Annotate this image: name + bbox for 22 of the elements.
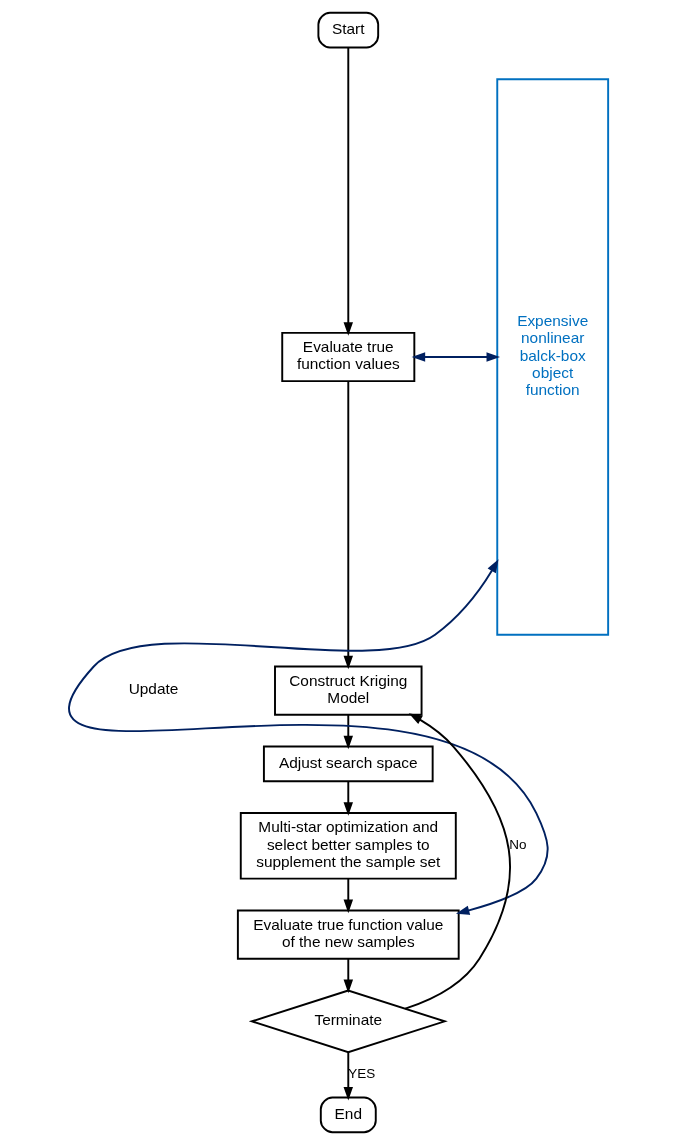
edge-label: YES bbox=[347, 1066, 375, 1082]
arrow bbox=[411, 352, 500, 362]
node-box: Construct Kriging Model bbox=[273, 665, 423, 716]
arrow bbox=[343, 877, 353, 914]
node-box: Evaluate true function value of the new samples bbox=[236, 909, 460, 960]
node-box: Expensive nonlinear balck-box object function bbox=[495, 78, 609, 636]
node-box: Multi-star optimization and select better samples to supplement the sample set bbox=[239, 812, 457, 880]
arrow bbox=[69, 559, 549, 915]
node-diamond: Terminate bbox=[248, 989, 448, 1054]
arrow bbox=[343, 1051, 353, 1101]
arrow bbox=[343, 46, 353, 336]
node-box: Adjust search space bbox=[262, 745, 434, 783]
arrow bbox=[403, 713, 511, 1010]
arrow bbox=[343, 380, 353, 670]
arrow bbox=[343, 714, 353, 750]
label: Update bbox=[128, 680, 178, 698]
edge-label: No bbox=[508, 837, 527, 853]
node-box: End bbox=[319, 1096, 377, 1134]
arrow bbox=[343, 780, 353, 816]
node-box: Evaluate true function values bbox=[280, 331, 415, 383]
arrow bbox=[343, 957, 353, 994]
node-box: Start bbox=[316, 11, 379, 49]
